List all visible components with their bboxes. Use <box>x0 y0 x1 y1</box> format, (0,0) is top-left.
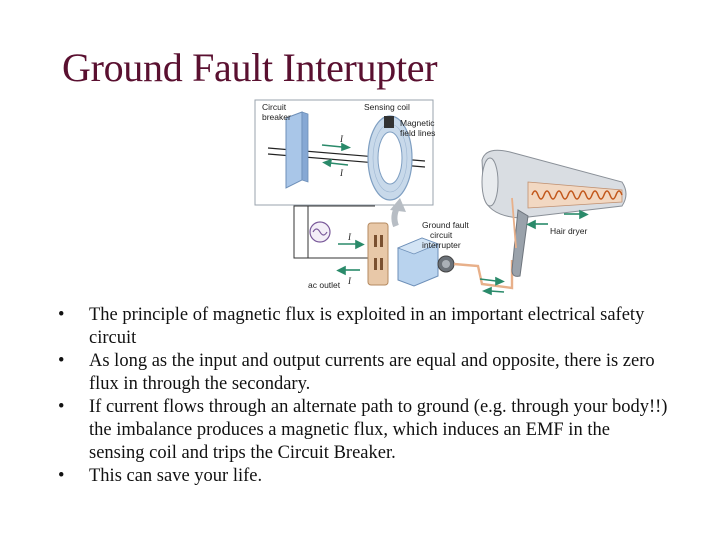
gfi-label-3: interrupter <box>422 240 461 250</box>
magnetic-field-label-2: field lines <box>400 128 435 138</box>
current-arrow-in <box>321 142 352 168</box>
magnetic-field-label: Magnetic <box>400 118 435 128</box>
bullet-marker: • <box>58 305 65 325</box>
ac-outlet <box>367 222 389 286</box>
bullet-item: • This can save your life. <box>58 465 670 488</box>
current-label-top: I <box>339 134 344 144</box>
coil-winding <box>384 116 394 128</box>
bullet-text: This can save your life. <box>89 466 263 486</box>
circuit-breaker-plate <box>285 111 303 189</box>
bullet-marker: • <box>58 397 65 417</box>
ac-outlet-label: ac outlet <box>308 280 341 290</box>
bullet-text: As long as the input and output currents… <box>89 351 655 394</box>
bullet-marker: • <box>58 351 65 371</box>
current-label-bottom: I <box>339 168 344 178</box>
hair-dryer-label: Hair dryer <box>550 226 587 236</box>
slide-title: Ground Fault Interupter <box>62 45 438 90</box>
bullet-item: • The principle of magnetic flux is expl… <box>58 304 670 350</box>
power-cord <box>453 260 514 290</box>
gfi-diagram: I I Circuit breaker Sensing coil Magneti… <box>250 98 635 303</box>
bullet-list: • The principle of magnetic flux is expl… <box>58 304 670 488</box>
bullet-marker: • <box>58 466 65 486</box>
bullet-item: • If current flows through an alternate … <box>58 396 670 465</box>
bullet-text: The principle of magnetic flux is exploi… <box>89 305 645 348</box>
circuit-breaker-label: Circuit <box>262 102 287 112</box>
sensing-coil-label: Sensing coil <box>364 102 410 112</box>
current-label-outlet-bottom: I <box>347 276 352 286</box>
hair-dryer-icon <box>481 149 627 277</box>
circuit-breaker-label-2: breaker <box>262 112 291 122</box>
gfi-label-2: circuit <box>430 230 453 240</box>
gfi-label: Ground fault <box>422 220 469 230</box>
bullet-text: If current flows through an alternate pa… <box>89 397 668 463</box>
current-label-outlet-top: I <box>347 232 352 242</box>
bullet-item: • As long as the input and output curren… <box>58 350 670 396</box>
